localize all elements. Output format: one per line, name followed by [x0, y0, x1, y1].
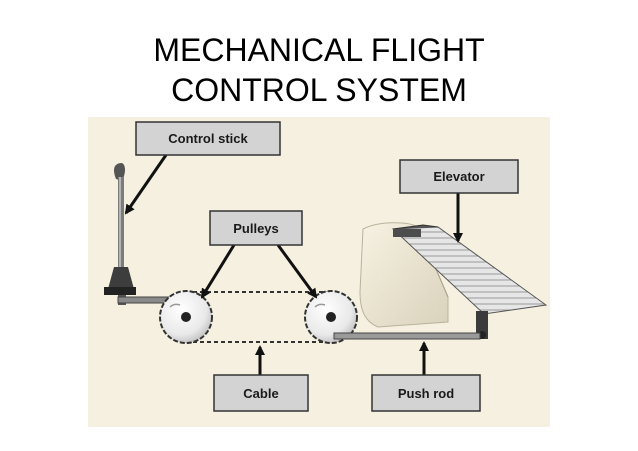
- slide-title: MECHANICAL FLIGHT CONTROL SYSTEM: [0, 30, 638, 110]
- elevator: [391, 224, 548, 315]
- label-pulleys-text: Pulleys: [233, 221, 279, 236]
- arrow-pulley-left: [200, 244, 236, 299]
- slide-title-line-1: MECHANICAL FLIGHT: [153, 32, 485, 68]
- arrows: [124, 154, 463, 375]
- push-rod: [333, 332, 481, 340]
- label-push-rod: Push rod: [371, 374, 481, 412]
- control-stick: [104, 163, 136, 305]
- pulley-right: [304, 290, 358, 344]
- pulley-left: [159, 290, 213, 344]
- label-control-stick: Control stick: [135, 121, 281, 156]
- label-control-stick-text: Control stick: [168, 131, 248, 146]
- label-push-rod-text: Push rod: [398, 386, 454, 401]
- flight-control-diagram: Control stick Pulleys Elevator Cable Pus…: [88, 117, 550, 427]
- arrow-pulley-right: [276, 244, 318, 299]
- label-elevator: Elevator: [399, 159, 519, 194]
- label-pulleys: Pulleys: [209, 210, 303, 246]
- label-cable: Cable: [213, 374, 309, 412]
- arrow-control-stick: [124, 154, 168, 215]
- diagram-canvas: Control stick Pulleys Elevator Cable Pus…: [88, 117, 550, 427]
- slide-title-line-2: CONTROL SYSTEM: [171, 72, 467, 108]
- label-elevator-text: Elevator: [433, 169, 484, 184]
- label-cable-text: Cable: [243, 386, 278, 401]
